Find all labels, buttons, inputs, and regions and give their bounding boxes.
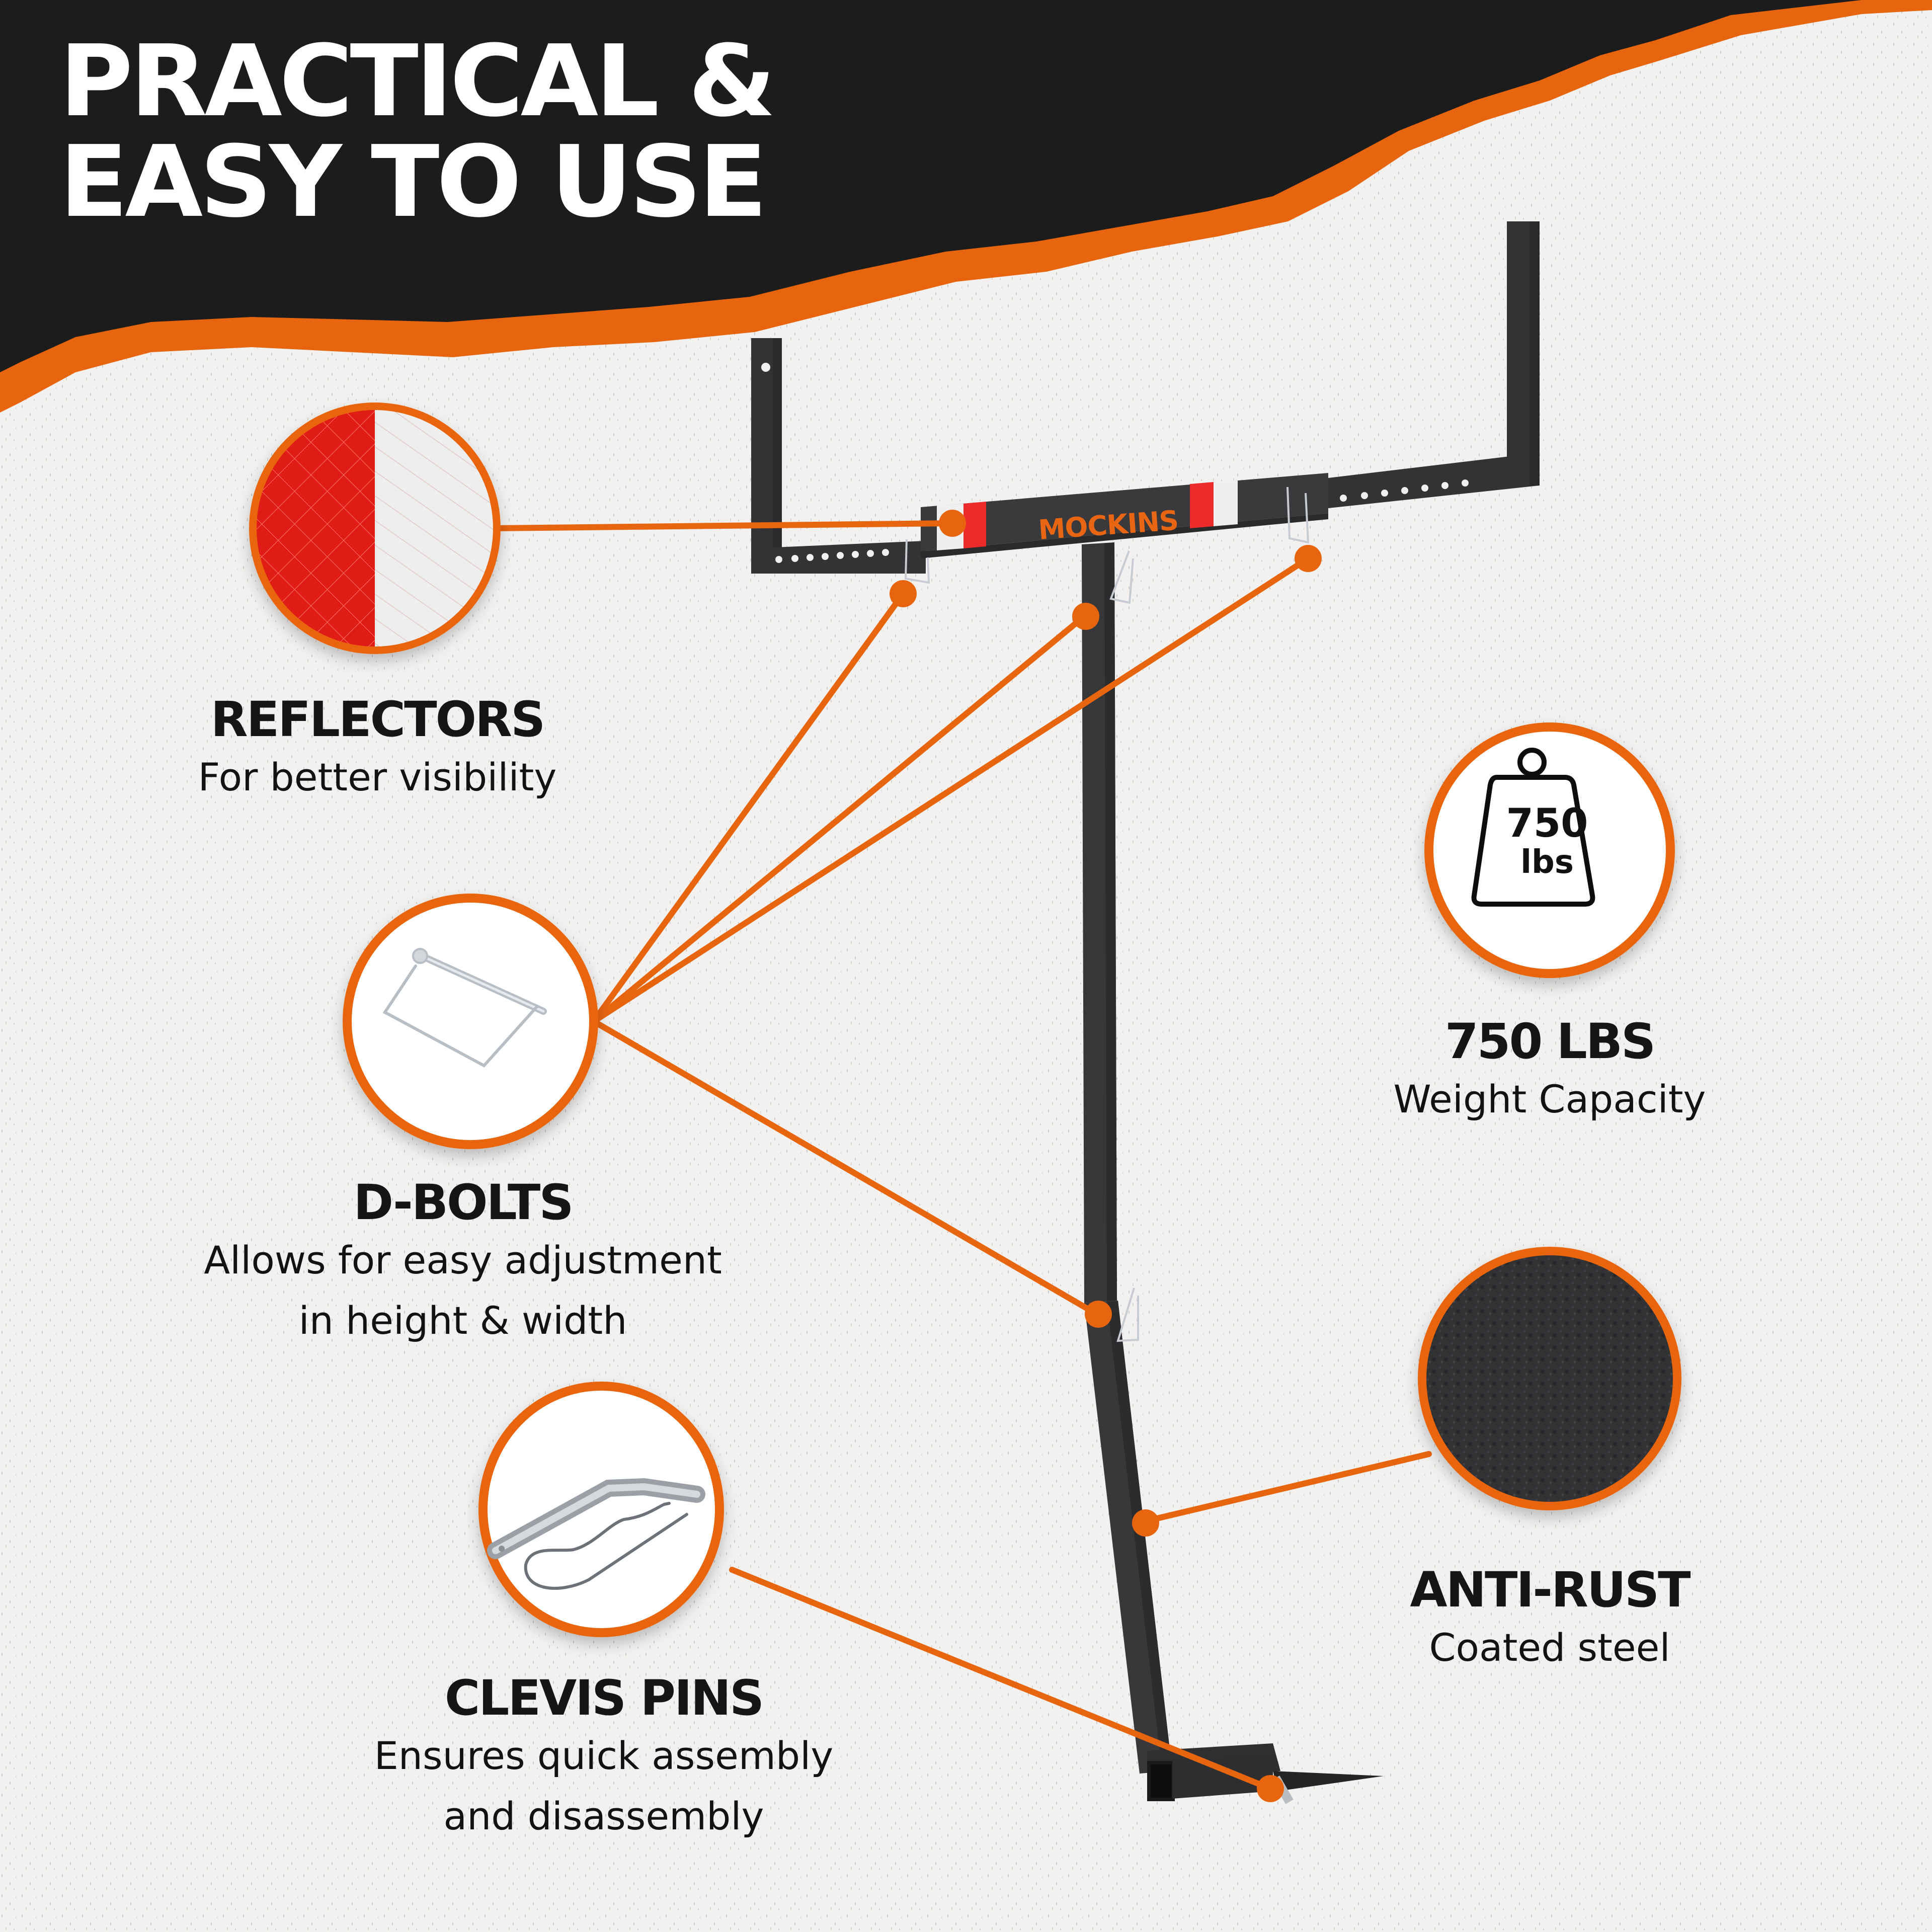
callout-lines xyxy=(490,520,1432,1792)
truck-rack xyxy=(751,221,1540,1804)
feature-description: Weight Capacity xyxy=(1393,1077,1706,1121)
weight-badge-value: 750 xyxy=(1506,801,1588,846)
feature-description: Coated steel xyxy=(1429,1625,1670,1670)
reflector-swatch-icon xyxy=(249,403,501,654)
feature-d-bolts: D-BOLTS Allows for easy adjustment in he… xyxy=(171,1175,755,1351)
title-line-1: PRACTICAL & xyxy=(59,24,776,139)
feature-anti-rust: ANTI-RUST Coated steel xyxy=(1348,1562,1751,1678)
callout-dots xyxy=(890,510,1322,1802)
feature-reflectors: REFLECTORS For better visibility xyxy=(151,692,604,808)
d-bolt-pin-icon xyxy=(343,894,598,1149)
feature-weight-capacity: 750 LBS Weight Capacity xyxy=(1323,1014,1776,1130)
clevis-pin-icon xyxy=(478,1382,724,1637)
feature-title: REFLECTORS xyxy=(210,691,545,748)
weight-badge-unit: lbs xyxy=(1520,844,1574,881)
weight-icon xyxy=(1424,722,1675,978)
title-line-2: EASY TO USE xyxy=(59,125,767,239)
feature-description: For better visibility xyxy=(198,755,557,799)
header-dark-band xyxy=(0,0,1932,372)
feature-title: 750 LBS xyxy=(1444,1013,1656,1070)
feature-title: CLEVIS PINS xyxy=(444,1670,764,1726)
feature-description-line-2: in height & width xyxy=(298,1298,627,1343)
textured-coating-icon xyxy=(1418,1247,1681,1510)
feature-title: ANTI-RUST xyxy=(1410,1562,1691,1618)
feature-title: D-BOLTS xyxy=(353,1174,574,1231)
feature-clevis-pins: CLEVIS PINS Ensures quick assembly and d… xyxy=(322,1670,886,1846)
feature-description-line-1: Allows for easy adjustment xyxy=(204,1238,722,1282)
page-title: PRACTICAL & EASY TO USE xyxy=(59,24,776,239)
feature-description-line-2: and disassembly xyxy=(443,1794,764,1838)
weight-badge: 750 lbs xyxy=(1479,802,1615,880)
rack-d-bolts xyxy=(904,487,1310,1342)
feature-description-line-1: Ensures quick assembly xyxy=(374,1733,834,1778)
